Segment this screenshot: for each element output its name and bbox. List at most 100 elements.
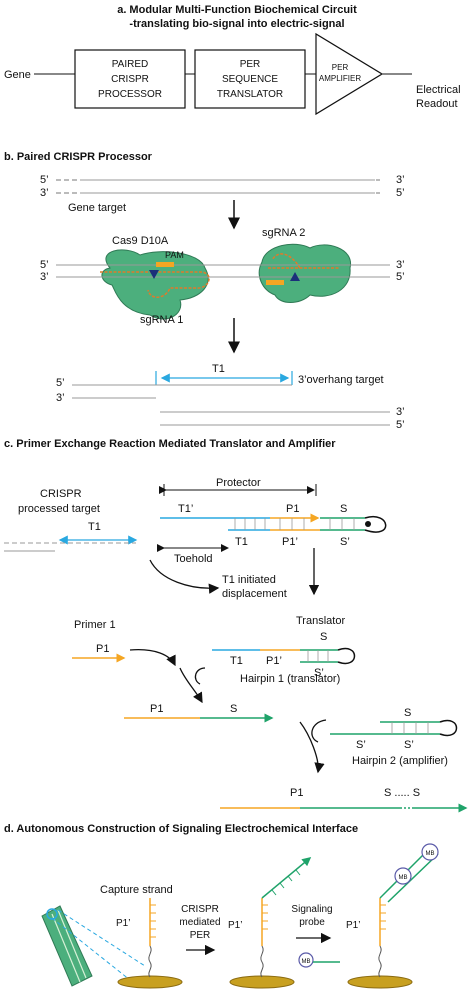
pam-marker-right <box>266 280 284 285</box>
crispr-target-line1: CRISPR <box>40 488 82 500</box>
p1p-label-d1: P1’ <box>116 918 130 929</box>
t1p-label: T1’ <box>178 503 193 515</box>
mb-reporter-label-2: MB <box>426 851 435 857</box>
p1-label-top: P1 <box>286 503 299 515</box>
s-label-top: S <box>340 503 347 515</box>
curve-arrow <box>149 559 220 594</box>
section-d-title: d. Autonomous Construction of Signaling … <box>4 823 358 835</box>
section-b-title: b. Paired CRISPR Processor <box>4 151 153 163</box>
svg-text:3’: 3’ <box>396 406 405 418</box>
sp-hairpin2-left: S’ <box>356 739 366 751</box>
pam-marker-left <box>156 262 174 267</box>
sgrna2-label: sgRNA 2 <box>262 227 305 239</box>
box2-line3: TRANSLATOR <box>217 89 283 100</box>
cas9-left-protein <box>101 249 209 320</box>
cas9-right-protein <box>258 243 351 303</box>
per-sequence-translator-box <box>194 49 306 109</box>
arrow-to-product1 <box>179 667 203 704</box>
hairpin-loop <box>364 515 387 533</box>
pam-label: PAM <box>165 250 184 260</box>
section-c-title: c. Primer Exchange Reaction Mediated Tra… <box>4 438 336 450</box>
t1-label-bottom: T1 <box>235 536 248 548</box>
s-label-translator: S <box>320 631 327 643</box>
svg-text:5’: 5’ <box>56 377 65 389</box>
mb-probe-label: MB <box>302 959 311 965</box>
box1-line2: CRISPR <box>111 74 149 85</box>
p1-product-label: P1 <box>150 703 163 715</box>
translator-label: Translator <box>296 615 345 627</box>
svg-text:3’: 3’ <box>40 271 49 283</box>
p1p-label-d3: P1’ <box>346 920 360 931</box>
section-a: a. Modular Multi-Function Biochemical Ci… <box>4 4 461 116</box>
section-a-title-line1: a. Modular Multi-Function Biochemical Ci… <box>117 4 357 16</box>
gold-electrode-3 <box>347 975 413 989</box>
displacement-line1: T1 initiated <box>222 574 276 586</box>
gold-electrode-1 <box>117 975 183 989</box>
primer1-label: Primer 1 <box>74 619 116 631</box>
base-pair-rungs <box>234 518 355 530</box>
svg-text:3’: 3’ <box>396 259 405 271</box>
t1-label-crispr: T1 <box>88 521 101 533</box>
svg-text:3’: 3’ <box>56 392 65 404</box>
box2-line2: SEQUENCE <box>222 74 278 85</box>
box2-line1: PER <box>240 59 261 70</box>
box1-line1: PAIRED <box>112 59 149 70</box>
t1-label-b: T1 <box>212 363 225 375</box>
crispr-target-line2: processed target <box>18 503 100 515</box>
hairpin2-loop <box>439 719 458 737</box>
box1-line3: PROCESSOR <box>98 89 162 100</box>
crispr-per-line2: mediated <box>179 917 220 928</box>
section-d: d. Autonomous Construction of Signaling … <box>4 823 439 989</box>
gold-electrode-2 <box>229 975 295 989</box>
signaling-line1: Signaling <box>291 904 332 915</box>
crispr-per-line3: PER <box>190 930 211 941</box>
nick-site-right-icon <box>290 272 300 281</box>
p1-amplified-label: P1 <box>290 787 303 799</box>
protector-label: Protector <box>216 477 261 489</box>
label-5prime: 5’ <box>40 174 49 186</box>
toehold-label: Toehold <box>174 553 213 565</box>
sp-hairpin2-right: S’ <box>404 739 414 751</box>
p1p-translator-label: P1’ <box>266 655 282 667</box>
overhang-label: 3’overhang target <box>298 374 384 386</box>
hairpin1-label: Hairpin 1 (translator) <box>240 673 340 685</box>
p1p-label-d2: P1’ <box>228 920 242 931</box>
s-hairpin2-label: S <box>404 707 411 719</box>
t1-translator-label: T1 <box>230 655 243 667</box>
label-3prime-right: 3’ <box>396 174 405 186</box>
extended-strand-2 <box>261 857 312 899</box>
translator-hairpin-loop <box>337 647 356 665</box>
svg-text:5’: 5’ <box>40 259 49 271</box>
arrow-to-product2 <box>299 721 325 774</box>
gene-target-label: Gene target <box>68 202 126 214</box>
label-3prime: 3’ <box>40 187 49 199</box>
capture-strand-label: Capture strand <box>100 884 173 896</box>
displacement-line2: displacement <box>222 588 287 600</box>
sgrna1-label: sgRNA 1 <box>140 314 183 326</box>
section-a-title-line2: -translating bio-signal into electric-si… <box>129 18 344 30</box>
sgrna1-strand <box>100 271 210 298</box>
section-b: b. Paired CRISPR Processor 5’ 3’ 3’ 5’ G… <box>4 151 405 431</box>
per-amplifier-triangle <box>315 32 384 116</box>
sgrna2-strand <box>268 253 340 269</box>
amp-line2: AMPLIFIER <box>319 74 361 83</box>
electrode-chip <box>41 905 146 987</box>
signaling-line2: probe <box>299 917 325 928</box>
section-c: c. Primer Exchange Reaction Mediated Tra… <box>4 438 468 813</box>
paired-crispr-processor-box <box>74 49 186 109</box>
amp-line1: PER <box>332 63 349 72</box>
repeat-label: S ..... S <box>384 787 420 799</box>
gene-input-label: Gene <box>4 69 31 81</box>
nick-site-left-icon <box>149 270 159 279</box>
output-line2: Readout <box>416 98 458 110</box>
sp-translator-label: S’ <box>314 667 324 679</box>
hairpin2-label: Hairpin 2 (amplifier) <box>352 755 448 767</box>
label-5prime-right: 5’ <box>396 187 405 199</box>
cas9-label: Cas9 D10A <box>112 235 169 247</box>
svg-text:5’: 5’ <box>396 419 405 431</box>
svg-text:5’: 5’ <box>396 271 405 283</box>
mb-probe-icon <box>298 952 314 968</box>
mb-reporter-icon-1 <box>394 867 412 885</box>
output-line1: Electrical <box>416 84 461 96</box>
